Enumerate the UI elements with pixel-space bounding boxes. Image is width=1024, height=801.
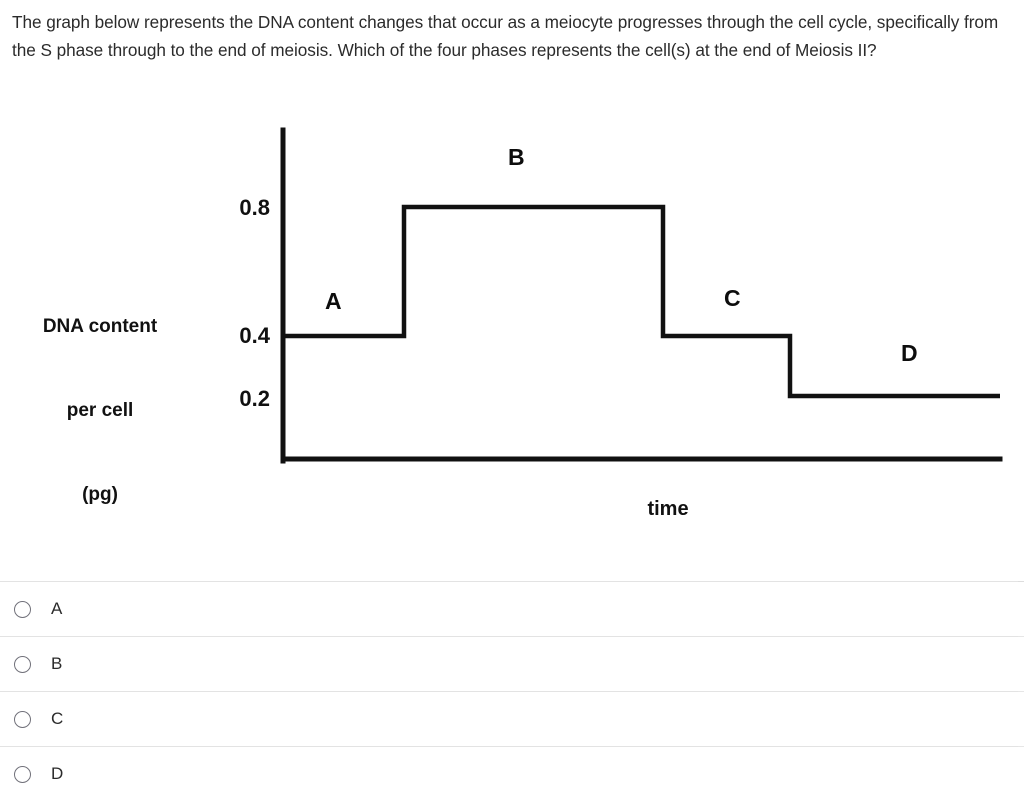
y-tick-label-0.4: 0.4 bbox=[239, 323, 270, 348]
y-tick-label-0.2: 0.2 bbox=[239, 386, 270, 411]
answer-option-a-label: A bbox=[51, 599, 63, 618]
answer-option-d-label: D bbox=[51, 764, 64, 783]
radio-button-a[interactable] bbox=[14, 600, 31, 618]
answer-option-b[interactable]: B bbox=[0, 636, 1024, 691]
dna-content-graph: DNA content per cell (pg) time 0.8 0.4 0… bbox=[0, 118, 1024, 548]
answer-option-c-label: C bbox=[51, 709, 64, 728]
option-separator bbox=[0, 636, 1018, 637]
y-axis-title-line-1: DNA content bbox=[42, 316, 158, 337]
answer-options-list: A B C D bbox=[0, 581, 1024, 801]
chart-plot-area bbox=[280, 127, 1003, 464]
answer-option-b-label: B bbox=[51, 654, 63, 673]
answer-option-d[interactable]: D bbox=[0, 746, 1024, 801]
y-tick-label-0.8: 0.8 bbox=[239, 195, 270, 220]
y-axis-title: DNA content per cell (pg) bbox=[0, 257, 200, 565]
phase-label-c: C bbox=[724, 285, 741, 311]
radio-button-b[interactable] bbox=[14, 655, 31, 673]
answer-option-c[interactable]: C bbox=[0, 691, 1024, 746]
answer-option-a[interactable]: A bbox=[0, 581, 1024, 636]
phase-label-a: A bbox=[325, 288, 342, 314]
radio-button-d[interactable] bbox=[14, 765, 31, 783]
option-separator bbox=[0, 581, 1018, 582]
option-separator bbox=[0, 746, 1018, 747]
radio-button-c[interactable] bbox=[14, 710, 31, 728]
dna-content-step-trace bbox=[285, 204, 1000, 399]
option-separator bbox=[0, 691, 1018, 692]
y-axis-title-line-3: (pg) bbox=[82, 484, 118, 505]
phase-label-b: B bbox=[508, 144, 525, 170]
question-prompt: The graph below represents the DNA conte… bbox=[12, 12, 999, 60]
y-axis-title-line-2: per cell bbox=[66, 400, 134, 421]
phase-label-d: D bbox=[901, 340, 918, 366]
x-axis-title: time bbox=[647, 498, 689, 520]
